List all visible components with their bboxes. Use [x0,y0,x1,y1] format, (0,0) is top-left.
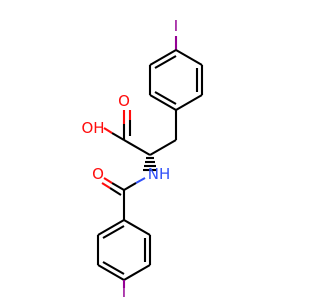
ring-inner-double-bond [154,55,177,69]
ring-bond [149,94,177,111]
amide-carbonyl-oxygen-label: O [92,165,104,183]
molecule-diagram: I O OH NH O I [81,17,204,300]
carboxylic-acid [103,110,132,141]
bond-alpha-to-acid-carbon [123,139,151,156]
bond-acid-single-o [103,127,113,134]
hydroxyl-label: OH [81,119,104,137]
amide-nitrogen-label: NH [148,165,171,183]
bond-amide-double-inner-o [101,182,111,189]
ring-bond [97,264,125,281]
amide-group [101,177,146,220]
ring-bond [123,219,151,236]
iodine-bottom-label: I [122,283,126,300]
iodine-top-label: I [174,17,178,35]
bond-amide-double [111,182,125,191]
ring-inner-double-bond [102,261,125,275]
side-chain [123,110,178,156]
stereo-hash-bond [143,156,157,172]
ring-inner-double-bond [154,91,177,105]
bond-amide-double-inner [109,187,122,196]
bond-ch2-to-alpha [149,139,177,156]
bond-acid-single [111,132,125,141]
ring-bond [175,49,203,66]
acid-carbonyl-oxygen-label: O [118,92,130,110]
ring-inner-double-bond [102,225,125,239]
ring-bond [149,49,177,66]
ring-bond [97,219,125,236]
lower-benzene-ring [96,219,152,288]
ring-bond [175,94,203,111]
upper-benzene-ring [148,36,204,111]
bond-n-to-carbonyl-c [123,182,137,191]
structure-svg: I O OH NH O I [81,17,204,300]
bond-amide-double-o [103,177,113,184]
bond-n-to-carbonyl [135,177,146,184]
ring-bond [123,264,151,281]
